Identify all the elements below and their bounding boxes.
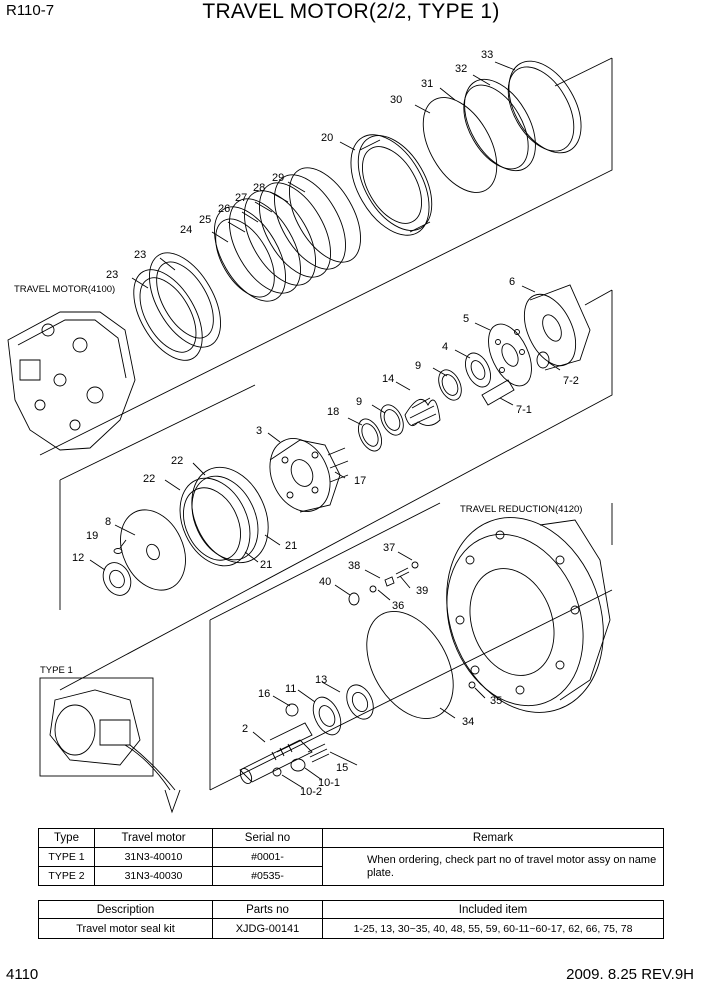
spec-cell-serial-no: #0001- [212,847,323,867]
callout-40: 40 [319,576,331,588]
callout-21a: 21 [285,540,297,552]
kit-cell-parts-no: XJDG-00141 [212,918,323,939]
callout-2: 2 [242,723,248,735]
callout-38: 38 [348,560,360,572]
spec-header-travel-motor: Travel motor [94,828,213,848]
callout-33: 33 [481,49,493,61]
callout-27: 27 [235,192,247,204]
callout-4: 4 [442,341,448,353]
callout-11: 11 [285,683,296,695]
date-revision: 2009. 8.25 REV.9H [566,966,694,983]
table-row: TYPE 2 31N3-40030 #0535- [38,866,664,886]
callout-36: 36 [392,600,404,612]
callout-23a: 23 [134,249,146,261]
type1-caption: TYPE 1 [40,665,73,676]
callout-21b: 21 [260,559,272,571]
callout-5: 5 [463,313,469,325]
kit-header-included-item: Included item [322,900,664,919]
travel-motor-caption: TRAVEL MOTOR(4100) [14,284,115,295]
callout-28: 28 [253,182,265,194]
callout-7-2: 7-2 [563,375,579,387]
callout-17: 17 [354,475,366,487]
kit-header-description: Description [38,900,213,919]
callout-18: 18 [327,406,339,418]
spec-table-header-row: Type Travel motor Serial no Remark [38,828,664,848]
callout-10-2: 10-2 [300,786,322,798]
callout-32: 32 [455,63,467,75]
callout-10-1: 10-1 [318,777,340,789]
callout-8: 8 [105,516,111,528]
callout-9a: 9 [415,360,421,372]
callout-14: 14 [382,373,394,385]
kit-table-header-row: Description Parts no Included item [38,900,664,919]
spec-header-serial-no: Serial no [212,828,323,848]
callout-3: 3 [256,425,262,437]
callout-23b: 23 [106,269,118,281]
spec-header-type: Type [38,828,95,848]
kit-cell-description: Travel motor seal kit [38,918,213,939]
callout-26: 26 [218,203,230,215]
spec-cell-type: TYPE 2 [38,866,95,886]
table-row: Travel motor seal kit XJDG-00141 1-25, 1… [38,918,664,939]
callout-12: 12 [72,552,84,564]
spec-cell-travel-motor: 31N3-40010 [94,847,213,867]
callout-30: 30 [390,94,402,106]
callout-19: 19 [86,530,98,542]
model-code: R110-7 [6,2,55,19]
callout-15: 15 [336,762,348,774]
page-title: TRAVEL MOTOR(2/2, TYPE 1) [202,0,500,23]
callout-22b: 22 [143,473,155,485]
page-number: 4110 [6,966,39,983]
spec-cell-remark: When ordering, check part no of travel m… [322,847,664,886]
spec-cell-type: TYPE 1 [38,847,95,867]
callout-13: 13 [315,674,327,686]
spec-cell-travel-motor: 31N3-40030 [94,866,213,886]
callout-7-1: 7-1 [516,404,532,416]
callout-25: 25 [199,214,211,226]
spec-cell-serial-no: #0535- [212,866,323,886]
callout-35: 35 [490,695,502,707]
seal-kit-table: Description Parts no Included item Trave… [38,900,664,939]
callout-16: 16 [258,688,270,700]
kit-header-parts-no: Parts no [212,900,323,919]
spec-header-remark: Remark [322,828,664,848]
callout-31: 31 [421,78,433,90]
kit-cell-included-item: 1-25, 13, 30~35, 40, 48, 55, 59, 60-11~6… [322,918,664,939]
callout-6: 6 [509,276,515,288]
callout-34: 34 [462,716,474,728]
table-row: TYPE 1 31N3-40010 #0001- When ordering, … [38,847,664,886]
callout-29: 29 [272,172,284,184]
spec-table: Type Travel motor Serial no Remark TYPE … [38,828,664,886]
callout-37: 37 [383,542,395,554]
callout-20: 20 [321,132,333,144]
callout-22a: 22 [171,455,183,467]
callout-39: 39 [416,585,428,597]
callout-9b: 9 [356,396,362,408]
callout-24: 24 [180,224,192,236]
travel-reduction-caption: TRAVEL REDUCTION(4120) [460,504,582,515]
